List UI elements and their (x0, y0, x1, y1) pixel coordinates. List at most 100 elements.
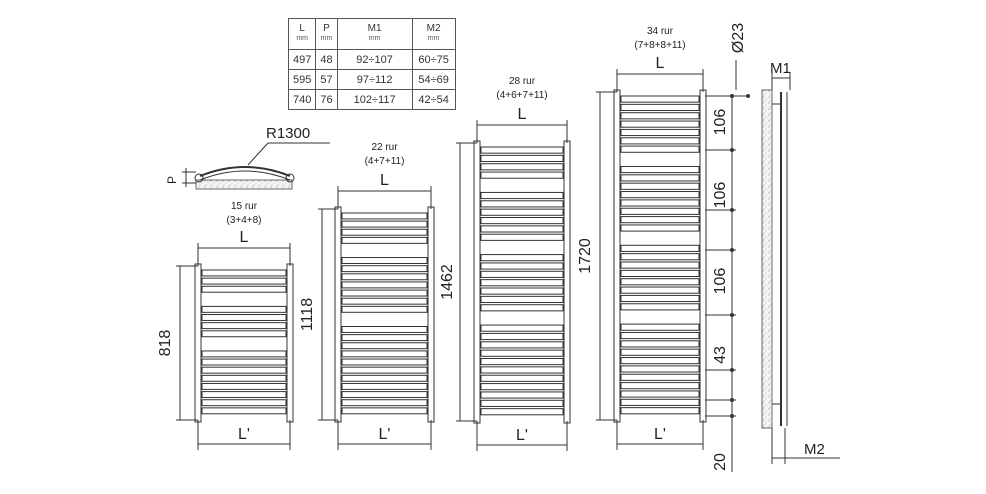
radiator-rung (341, 265, 428, 273)
header-m1-unit: mm (368, 35, 381, 42)
height-label: 1462 (439, 264, 456, 300)
dim-106-a: 106 (712, 109, 729, 136)
radiator-rung (341, 350, 428, 358)
radiator-rung (201, 382, 287, 390)
radiator-rung (620, 174, 700, 182)
radiator-rung (620, 191, 700, 199)
radiator-rung (201, 330, 287, 338)
radiator-rung (480, 208, 564, 216)
radiator-rung (201, 407, 287, 415)
radiator-rung (620, 398, 700, 406)
radius-leader (247, 142, 269, 166)
bend-radius-label: R1300 (266, 125, 310, 142)
radiator-side-tube-right (699, 89, 707, 423)
p-label: P (165, 176, 179, 184)
radiator-rung (620, 340, 700, 348)
radiator-rung (341, 391, 428, 399)
radiator-rung (201, 399, 287, 407)
radiator-rung (201, 314, 287, 321)
spec-row: 740 76 102÷117 42÷54 (287, 89, 456, 110)
radiator-rung (341, 358, 428, 366)
radiator-rung (620, 244, 700, 252)
cell: 42÷54 (411, 89, 456, 110)
header-m2-name: M2 (426, 23, 441, 34)
radiator-rung (201, 305, 287, 313)
radiator-rung (341, 297, 428, 305)
radiator-side-tube-left (334, 206, 342, 423)
rung-count-label: 22 rur (371, 142, 398, 153)
radiator-rung (620, 390, 700, 398)
radiator-rung (480, 163, 564, 171)
rung-groups-label: (7+8+8+11) (634, 40, 685, 51)
radiator-rung (620, 286, 700, 294)
rung-count-label: 34 rur (647, 26, 674, 37)
radiator-rung (620, 137, 700, 145)
dot (730, 208, 734, 212)
rung-groups-label: (3+4+8) (226, 215, 261, 226)
radiator-rung (620, 112, 700, 120)
cell: 595 (287, 69, 317, 90)
radiator-rung (341, 407, 428, 415)
dot (730, 398, 734, 402)
cell: 57 (315, 69, 338, 90)
dot (730, 368, 734, 372)
radiator-rung (480, 279, 564, 287)
spacing-label: L' (379, 426, 391, 443)
radiator-rung (201, 322, 287, 330)
radiator-rung (620, 199, 700, 207)
radiator-rung (341, 289, 428, 297)
radiator-rung (201, 277, 287, 285)
radiator-rung (341, 342, 428, 350)
dot (730, 248, 734, 252)
rung-groups-label: (4+6+7+11) (496, 90, 547, 101)
radiator-rung (480, 324, 564, 332)
radiator-rung (620, 128, 700, 137)
header-p-name: P (323, 23, 330, 34)
radiator-rung (480, 154, 564, 163)
radiator-rung (341, 374, 428, 382)
radiator-side-tube-right (286, 263, 294, 423)
header-p-unit: mm (320, 35, 333, 42)
dot (730, 94, 734, 98)
radiator-rung (620, 224, 700, 232)
radiator-rung (480, 233, 564, 241)
radiator-rung (620, 323, 700, 331)
bent-rail (199, 166, 291, 177)
radiator-rung (480, 262, 564, 270)
radiator-rung (480, 374, 564, 382)
radiator-rung (620, 253, 700, 261)
radiator-rung (480, 391, 564, 399)
radiator-rung (341, 334, 428, 342)
radiator-rung (620, 120, 700, 128)
radiator-rung (620, 207, 700, 215)
spec-row: 595 57 97÷112 54÷69 (287, 69, 456, 90)
bend-view (182, 142, 330, 190)
cell: 102÷117 (336, 89, 413, 110)
radiator-rung (480, 146, 564, 154)
radiator-rung (480, 254, 564, 262)
radiator-rung (620, 303, 700, 311)
radiator-rung (341, 281, 428, 289)
radiator-rung (480, 399, 564, 407)
radiator-side-tube-left (613, 89, 621, 423)
width-label: L (240, 229, 249, 246)
height-label: 1720 (577, 238, 594, 274)
radiator-rung (620, 278, 700, 286)
radiator-rung (341, 366, 428, 374)
radiator-rung (480, 225, 564, 233)
radiator-rung (620, 294, 700, 303)
wall-side (761, 89, 773, 429)
radiator-rung (480, 304, 564, 312)
header-l-unit: mm (296, 35, 309, 42)
radiator-rung (341, 273, 428, 281)
radiator-side-tube-left (473, 140, 481, 424)
chain-dots (730, 94, 750, 418)
rung-count-label: 28 rur (509, 76, 536, 87)
rung-count-label: 15 rur (231, 201, 258, 212)
wall-section (195, 179, 293, 190)
